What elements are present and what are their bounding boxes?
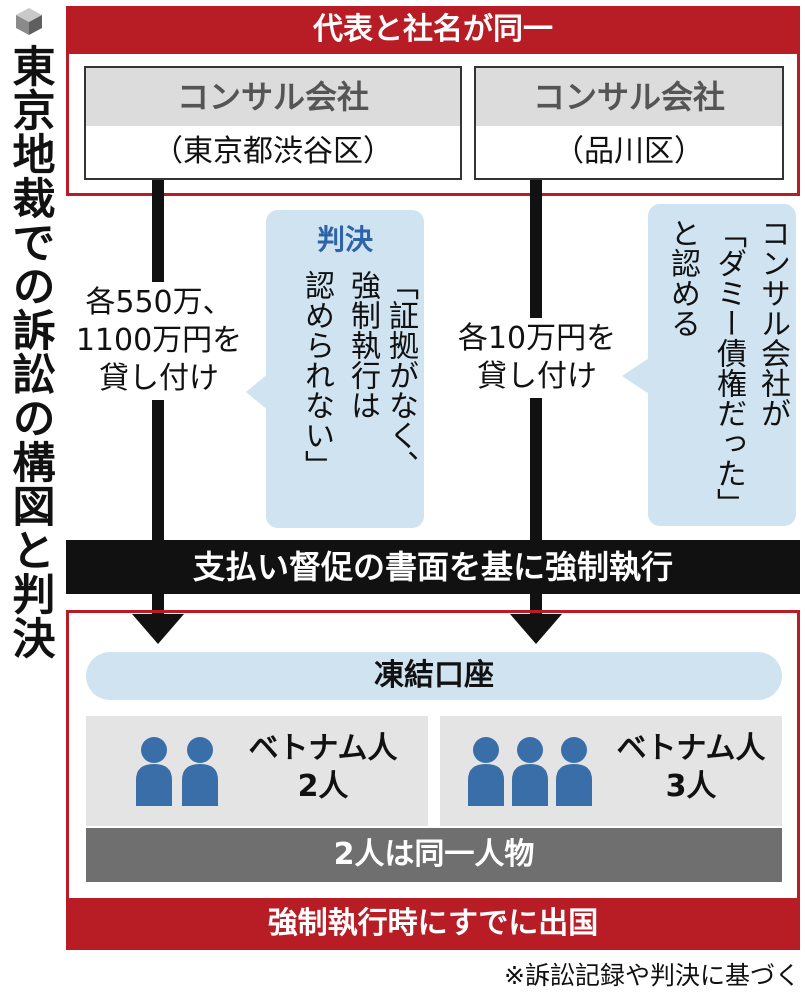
ruling-bubble-tail [246,372,270,412]
logo-icon [16,8,42,35]
person-icon [512,737,548,806]
company-name: コンサル会社 [476,68,782,126]
same-person-bar: 2人は同一人物 [86,828,782,882]
admission-bubble-tail [622,356,652,396]
admission-text-col1: コンサル会社が [755,218,790,428]
company-location: （品川区） [554,134,704,169]
company-location: （東京都渋谷区） [153,134,393,169]
ruling-text-col1: 「証拠がなく、 [383,270,418,480]
company-box-shinagawa: コンサル会社 （品川区） [474,66,784,180]
frozen-accounts: 凍結口座 [86,652,782,700]
loan-label-left: 各550万、 1100万円を 貸し付け [64,282,254,400]
person-icon [136,737,172,806]
loan-line: 各550万、 [85,285,233,320]
ruling-bubble: 判決 「証拠がなく、 強制執行は 認められない」 [266,210,424,528]
people-label-line: ベトナム人 [616,731,766,766]
people-label-line: ベトナム人 [248,731,398,766]
ruling-text-col2: 強制執行は [345,270,380,420]
enforcement-bar: 支払い督促の書面を基に強制執行 [66,540,800,594]
ruling-heading: 判決 [316,223,373,256]
source-note: ※訴訟記録や判決に基づく [504,961,800,990]
figure-title: 東京地裁での訴訟の構図と判決 [5,44,55,660]
people-label-line: 3人 [665,769,717,804]
person-icon [182,737,218,806]
admission-text-col2: 「ダミー債権だった」 [711,218,746,518]
people-label-line: 2人 [297,769,349,804]
people-label-left: ベトナム人 2人 [228,730,418,806]
loan-line: 1100万円を [75,323,243,358]
departed-heading: 強制執行時にすでに出国 [66,898,800,950]
company-name: コンサル会社 [86,68,460,126]
admission-text-col3: と認める [665,218,700,338]
loan-label-right: 各10万円を 貸し付け [442,318,632,398]
person-icon [468,737,504,806]
loan-line: 貸し付け [99,361,219,396]
ruling-text-col3: 認められない」 [299,270,334,480]
person-icon [556,737,592,806]
loan-line: 各10万円を [457,321,617,356]
loan-line: 貸し付け [477,359,597,394]
admission-bubble: コンサル会社が 「ダミー債権だった」 と認める [648,204,796,526]
same-representative-heading: 代表と社名が同一 [66,6,800,54]
company-box-shibuya: コンサル会社 （東京都渋谷区） [84,66,462,180]
people-label-right: ベトナム人 3人 [596,730,786,806]
